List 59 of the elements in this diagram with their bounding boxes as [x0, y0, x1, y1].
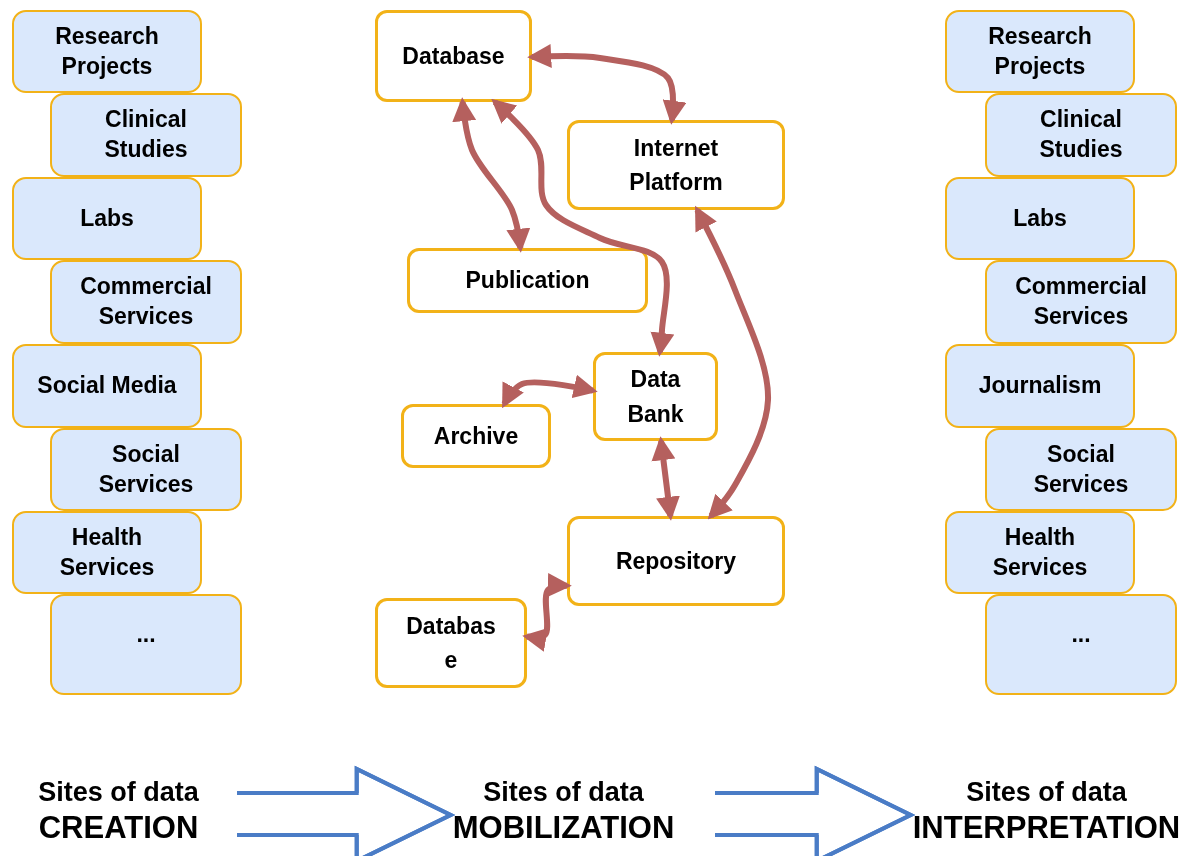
- box-label: Research Projects: [987, 21, 1093, 81]
- double-arrow: [651, 436, 680, 521]
- data-store-box: [375, 10, 532, 102]
- source-card: [985, 93, 1177, 177]
- box-label: Clinical Studies: [1038, 105, 1124, 164]
- stage-title: CREATION: [38, 808, 199, 847]
- stage-caption: Sites of data: [38, 776, 199, 809]
- data-store-box: [407, 248, 648, 313]
- box-label: Publication: [464, 266, 591, 296]
- box-label: Labs: [79, 203, 135, 233]
- double-arrow: [522, 573, 572, 652]
- source-card: [12, 344, 202, 428]
- source-card: [50, 93, 242, 177]
- box-label: Clinical Studies: [103, 105, 189, 164]
- double-arrow: [694, 205, 771, 520]
- box-label: Data Bank: [626, 365, 685, 429]
- double-arrow: [452, 97, 531, 253]
- source-card: [945, 177, 1135, 260]
- box-label: Internet Platform: [628, 133, 724, 197]
- double-arrow: [527, 44, 687, 125]
- stage-title: MOBILIZATION: [452, 808, 675, 847]
- box-label: Social Services: [1032, 439, 1130, 499]
- box-label: Databas e: [405, 611, 497, 675]
- box-label: Commercial Services: [79, 272, 213, 331]
- source-card: [945, 10, 1135, 93]
- box-label: Research Projects: [54, 21, 160, 81]
- stage-title: INTERPRETATION: [912, 808, 1181, 847]
- double-arrow: [491, 98, 675, 357]
- source-card: [50, 594, 242, 695]
- box-label: Social Services: [97, 439, 195, 499]
- box-label: Health Services: [991, 522, 1089, 582]
- data-store-box: [567, 120, 785, 210]
- box-label: Labs: [1012, 203, 1068, 233]
- data-store-box: [401, 404, 551, 468]
- source-card: [945, 344, 1135, 428]
- box-label: Commercial Services: [1014, 272, 1148, 331]
- stage-caption: Sites of data: [483, 776, 644, 809]
- box-label: Journalism: [977, 371, 1103, 401]
- source-card: [50, 260, 242, 344]
- source-card: [12, 177, 202, 260]
- source-card: [945, 511, 1135, 594]
- double-arrow: [501, 374, 598, 409]
- source-card: [985, 594, 1177, 695]
- box-label: Archive: [432, 421, 520, 451]
- box-label: Social Media: [36, 371, 178, 401]
- source-card: [985, 428, 1177, 511]
- data-store-box: [567, 516, 785, 606]
- source-card: [12, 10, 202, 93]
- box-label: ...: [1070, 620, 1092, 649]
- box-label: Health Services: [58, 522, 156, 582]
- data-store-box: [375, 598, 527, 688]
- source-card: [50, 428, 242, 511]
- stage-caption: Sites of data: [966, 776, 1127, 809]
- box-label: Repository: [614, 546, 738, 576]
- source-card: [985, 260, 1177, 344]
- data-store-box: [593, 352, 718, 441]
- box-label: ...: [135, 620, 157, 649]
- source-card: [12, 511, 202, 594]
- box-label: Database: [401, 41, 506, 71]
